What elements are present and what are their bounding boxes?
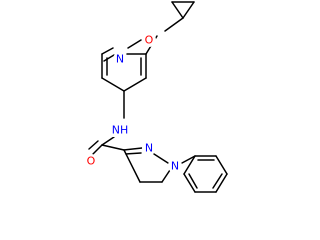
molecule-structure: N O NH O N N — [84, 1, 228, 193]
pyrazoline-double-bond — [125, 152, 142, 155]
phenyl-double-bond — [212, 173, 223, 189]
pyrazoline-bond — [123, 149, 141, 183]
cyclopropyl-bond — [171, 1, 184, 19]
phenyl-bond — [215, 173, 228, 193]
pyrazoline-double-bond — [123, 147, 143, 151]
pyridine-bond — [101, 47, 114, 55]
molecule-canvas: N O NH O N N — [84, 1, 228, 193]
pyrazoline-bond — [161, 169, 171, 183]
bonds-layer — [88, 1, 228, 193]
phenyl-double-bond — [188, 173, 198, 189]
amide-bond — [101, 144, 125, 151]
phenyl-bond — [181, 155, 196, 164]
pyrazoline-n2: N — [142, 141, 156, 155]
pyrazoline-n1: N — [168, 159, 182, 173]
phenyl-bond — [215, 155, 228, 175]
methylene-bond — [164, 17, 184, 32]
amide-carbonyl-bond — [92, 144, 103, 155]
ether-oxygen-label: O — [145, 34, 154, 47]
cyclopropyl-bond — [182, 1, 195, 19]
amide-oxygen: O — [84, 154, 98, 168]
pyridine-nitrogen: N — [113, 52, 127, 66]
ether-oxygen: O — [142, 33, 156, 47]
amide-carbonyl-double-bond — [88, 140, 99, 150]
atom-labels-layer: N O NH O N N — [84, 33, 182, 173]
pyrazoline-n1-label: N — [171, 160, 179, 173]
pyridine-bond — [101, 77, 125, 92]
pyridine-double-bond — [103, 54, 115, 62]
phenyl-bond — [183, 155, 196, 175]
amide-bond — [101, 136, 115, 146]
phenyl-bond — [183, 173, 196, 193]
pyrazoline-bond — [153, 153, 169, 164]
amide-nh-label: NH — [112, 124, 129, 137]
pyridine-nitrogen-label: N — [116, 53, 124, 66]
amide-oxygen-label: O — [87, 155, 96, 168]
pyrazoline-n2-label: N — [145, 142, 153, 155]
ether-bond — [127, 39, 142, 49]
pyridine-bond — [123, 77, 147, 92]
amide-nh: NH — [109, 123, 131, 137]
